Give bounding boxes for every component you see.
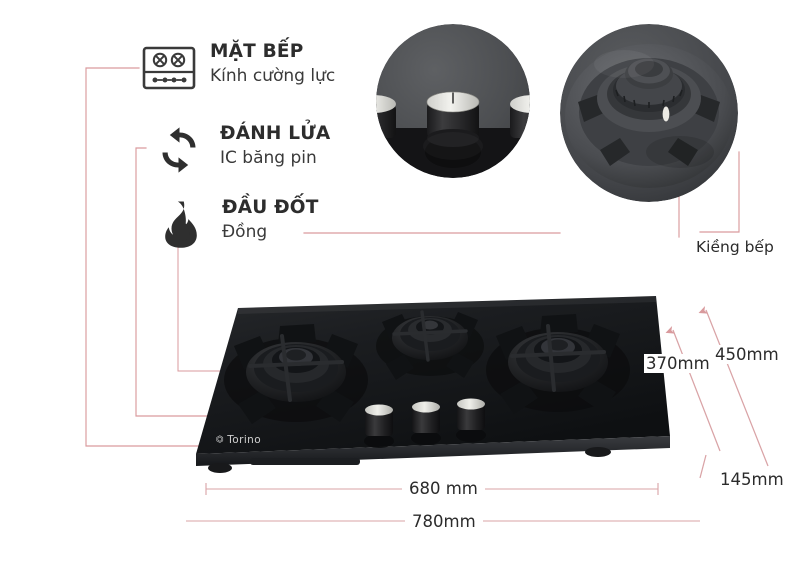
flame-icon <box>150 196 212 252</box>
burner-left <box>224 324 368 424</box>
control-knob-1 <box>364 404 394 448</box>
dimension-label-width-outer: 780mm <box>405 512 483 531</box>
feature-text-block: MẶT BẾP Kính cường lực <box>210 40 335 87</box>
burner-center <box>376 310 484 380</box>
dimension-label-depth-inner: 370mm <box>644 354 712 373</box>
feature-text-block: ĐẦU ĐỐT Đồng <box>222 196 319 243</box>
callout-label-pan-support: Kiềng bếp <box>696 238 774 256</box>
feature-text-block: ĐÁNH LỬA IC băng pin <box>220 122 330 169</box>
control-knob-3 <box>456 398 486 442</box>
feature-title: MẶT BẾP <box>210 41 304 62</box>
brand-mark-icon: ⏣ <box>216 435 225 445</box>
feature-subtitle: IC băng pin <box>220 147 317 168</box>
dimline-450 <box>698 305 769 467</box>
feature-item-burner: ĐẦU ĐỐT Đồng <box>150 196 319 252</box>
dimension-label-width-inner: 680 mm <box>402 479 485 498</box>
brand-name: Torino <box>227 434 262 446</box>
feature-title: ĐÁNH LỬA <box>220 123 331 144</box>
cooktop-icon <box>138 40 200 96</box>
closeup-burner-photo <box>560 24 738 202</box>
dimension-label-depth-outer: 450mm <box>713 345 781 364</box>
brand-logo: ⏣ Torino <box>216 434 261 446</box>
ignition-cycle-icon <box>148 122 210 178</box>
feature-item-ignition: ĐÁNH LỬA IC băng pin <box>148 122 330 178</box>
dimension-label-corner-cut: 145mm <box>718 470 786 489</box>
closeup-knobs-photo <box>376 24 530 178</box>
product-cooktop-image: ⏣ Torino <box>178 286 678 486</box>
dimline-145-tick <box>699 454 707 479</box>
feature-title: ĐẦU ĐỐT <box>222 197 319 218</box>
control-knob-2 <box>411 401 441 445</box>
burner-right <box>486 314 630 414</box>
feature-subtitle: Đồng <box>222 221 268 242</box>
feature-item-cooktop-surface: MẶT BẾP Kính cường lực <box>138 40 335 96</box>
feature-subtitle: Kính cường lực <box>210 65 336 86</box>
